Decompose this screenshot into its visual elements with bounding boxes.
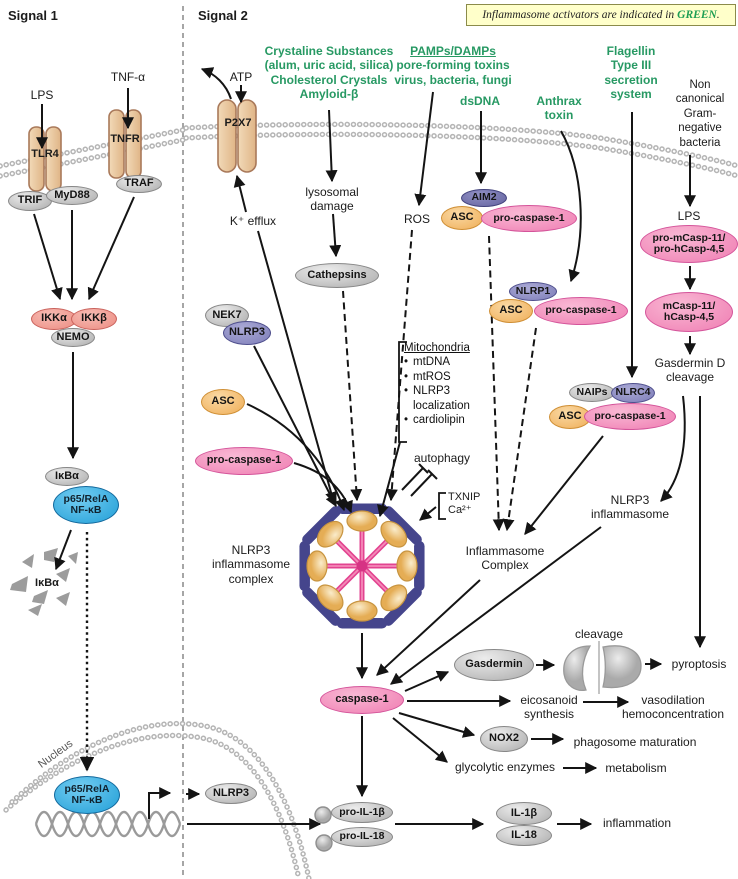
node-il1b: IL-1β — [496, 802, 552, 825]
label-atp: ATP — [229, 70, 253, 84]
node-p65-nfkb: p65/RelA NF-κB — [53, 486, 119, 524]
mitochondria-box: Mitochondria •mtDNA •mtROS •NLRP3 locali… — [404, 341, 490, 428]
label-autophagy: autophagy — [413, 451, 471, 465]
node-pro-il18: pro-IL-18 — [331, 827, 393, 847]
label-lps: LPS — [30, 88, 54, 102]
signal2-title: Signal 2 — [198, 8, 248, 23]
label-nlrp3-inflammasome: NLRP3 inflammasome — [590, 493, 670, 522]
label-noncanonical-bacteria: Non canonical Gram- negative bacteria — [675, 79, 725, 149]
node-pro-caspase1-nlrp1: pro-caspase-1 — [534, 297, 628, 325]
autophagy-inhibition-bars — [401, 463, 438, 497]
mito-item: •mtDNA — [404, 356, 451, 369]
receptor-label-tlr4: TLR4 — [31, 148, 59, 160]
node-asc-nlrp1: ASC — [489, 299, 533, 323]
label-pyroptosis: pyroptosis — [671, 657, 727, 671]
node-myd88: MyD88 — [46, 186, 98, 205]
txnip-bracket — [438, 492, 446, 520]
node-naips: NAIPs — [569, 383, 615, 402]
label-eicosanoid-synthesis: eicosanoid synthesis — [520, 693, 578, 722]
label-k-efflux: K⁺ efflux — [229, 214, 277, 228]
label-txnip: TXNIP — [448, 491, 481, 503]
nuclear-membrane — [3, 720, 312, 879]
label-pamps-damps: PAMPs/DAMPs pore-forming toxins virus, b… — [392, 44, 514, 87]
node-nlrp3-transcribed: NLRP3 — [205, 783, 257, 804]
label-tnf-alpha: TNF-α — [110, 70, 146, 84]
node-ikk-beta: IKKβ — [71, 308, 117, 330]
node-ikba: IκBα — [45, 467, 89, 486]
receptor-label-tnfr: TNFR — [110, 133, 140, 145]
cell-membrane — [0, 121, 738, 179]
node-traf: TRAF — [116, 175, 162, 193]
label-nlrp3-inflammasome-complex: NLRP3 inflammasome complex — [211, 543, 291, 586]
node-pro-caspase1-nlrc4: pro-caspase-1 — [584, 403, 676, 430]
ikba-fragments — [10, 548, 78, 616]
label-lysosomal-damage: lysosomal damage — [305, 185, 359, 214]
dna-helix — [34, 810, 182, 838]
node-asc-aim2: ASC — [441, 206, 483, 230]
node-nlrc4: NLRC4 — [611, 383, 655, 403]
label-inflammation: inflammation — [602, 816, 672, 830]
pamps-title: PAMPs/DAMPs — [410, 44, 496, 58]
node-mcasp11: mCasp-11/ hCasp-4,5 — [645, 292, 733, 332]
mito-item: •mtROS — [404, 370, 451, 383]
label-cleavage: cleavage — [574, 627, 624, 641]
node-nlrp3: NLRP3 — [223, 321, 271, 345]
node-nlrp1: NLRP1 — [509, 282, 557, 301]
label-lps-right: LPS — [677, 209, 701, 223]
node-caspase1: caspase-1 — [320, 686, 404, 714]
mito-item: •cardiolipin — [404, 414, 465, 427]
node-pro-caspase1: pro-caspase-1 — [195, 447, 293, 475]
label-anthrax-toxin: Anthrax toxin — [536, 94, 582, 123]
node-pro-caspase1-aim2: pro-caspase-1 — [481, 205, 577, 232]
pro-il-beads — [314, 806, 333, 852]
node-pro-il1b: pro-IL-1β — [331, 802, 393, 823]
label-metabolism: metabolism — [605, 761, 667, 775]
receptor-label-p2x7: P2X7 — [224, 117, 252, 129]
cleavage-graphic — [563, 641, 642, 694]
label-ca2: Ca²⁺ — [448, 504, 472, 516]
node-nox2: NOX2 — [480, 726, 528, 752]
activator-note: Inflammasome activators are indicated in… — [466, 4, 736, 26]
node-pro-mcasp11: pro-mCasp-11/ pro-hCasp-4,5 — [640, 225, 738, 263]
signal1-title: Signal 1 — [8, 8, 58, 23]
node-il18: IL-18 — [496, 825, 552, 846]
node-nemo: NEMO — [51, 328, 95, 347]
label-crystalline-substances: Crystaline Substances (alum, uric acid, … — [264, 44, 394, 102]
node-p65-nfkb-nuclear: p65/RelA NF-κB — [54, 776, 120, 814]
node-trif: TRIF — [8, 191, 52, 211]
label-phagosome-maturation: phagosome maturation — [573, 735, 697, 749]
mito-item: •NLRP3 localization — [404, 385, 470, 412]
label-glycolytic-enzymes: glycolytic enzymes — [454, 760, 556, 774]
node-aim2: AIM2 — [461, 189, 507, 207]
note-green-word: GREEN — [677, 9, 717, 21]
label-dsdna: dsDNA — [459, 94, 500, 108]
label-ros: ROS — [403, 212, 430, 226]
label-flagellin-t3ss: Flagellin Type III secretion system — [604, 44, 658, 102]
label-inflammasome-complex: Inflammasome Complex — [465, 544, 545, 573]
label-vasodilation: vasodilation hemoconcentration — [621, 693, 725, 722]
pamps-subtitle: pore-forming toxins virus, bacteria, fun… — [394, 58, 512, 87]
node-asc: ASC — [201, 389, 245, 415]
note-prefix: Inflammasome activators are indicated in — [482, 9, 675, 21]
label-gasdermin-d-cleavage: Gasdermin D cleavage — [654, 356, 726, 385]
nlrp3-inflammasome-wheel — [299, 503, 425, 629]
node-cathepsins: Cathepsins — [295, 263, 379, 288]
arrows — [33, 67, 706, 830]
receptor-p2x7 — [217, 99, 257, 173]
node-gasdermin: Gasdermin — [454, 649, 534, 681]
node-ikk-alpha: IKKα — [31, 308, 77, 330]
mitochondria-title: Mitochondria — [404, 342, 470, 354]
label-ikba-fragments: IκBα — [35, 577, 59, 589]
